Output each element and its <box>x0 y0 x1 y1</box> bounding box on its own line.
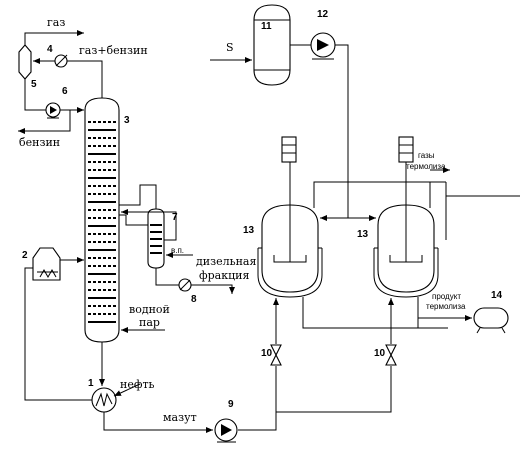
equipment-number-1: 1 <box>88 378 94 389</box>
equipment-number-11: 11 <box>261 21 272 32</box>
label-oil: нефть <box>120 378 155 391</box>
heater-2 <box>32 247 61 281</box>
label-gasoline: бензин <box>19 136 60 149</box>
label-thermolysis-product-2: термолиза <box>426 302 466 311</box>
label-diesel-2: фракция <box>199 269 249 282</box>
condenser-4 <box>54 54 68 68</box>
equipment-number-10-right: 10 <box>374 348 386 359</box>
label-feed-s: S <box>226 41 234 54</box>
equipment-number-2: 2 <box>22 250 28 261</box>
separator-5 <box>18 44 32 80</box>
cooler-8 <box>178 278 192 292</box>
valve-10-right <box>385 344 397 366</box>
reactor-13-right <box>373 136 439 298</box>
valve-10-left <box>270 344 282 366</box>
vessel-11 <box>253 4 291 86</box>
heat-exchanger-1 <box>91 387 117 413</box>
equipment-number-12: 12 <box>317 9 329 20</box>
label-steam-1: водной <box>129 303 170 316</box>
label-vp: в.п. <box>171 246 184 255</box>
label-thermolysis-gases-2: термолиза <box>406 162 446 171</box>
pump-6 <box>45 102 61 119</box>
equipment-number-3: 3 <box>124 115 130 126</box>
reactor-13-left <box>257 136 323 298</box>
right-piping <box>210 44 520 431</box>
left-piping <box>18 30 235 433</box>
equipment-number-10-left: 10 <box>261 348 273 359</box>
column-trays <box>88 121 116 323</box>
equipment-number-8: 8 <box>191 294 197 305</box>
pump-9 <box>214 418 238 443</box>
equipment-number-6: 6 <box>62 86 68 97</box>
equipment-number-7: 7 <box>172 212 178 223</box>
stripper-7 <box>147 208 165 269</box>
tank-14 <box>473 307 509 334</box>
label-thermolysis-product-1: продукт <box>432 292 461 301</box>
label-gas: газ <box>47 16 65 29</box>
label-thermolysis-gases-1: газы <box>418 151 435 160</box>
equipment-number-5: 5 <box>31 79 37 90</box>
pump-12 <box>310 32 336 60</box>
label-gas-gasoline: газ+бензин <box>79 44 148 57</box>
label-fuel-oil: мазут <box>163 411 197 424</box>
equipment-number-14: 14 <box>491 290 503 301</box>
equipment-number-13-right: 13 <box>357 229 369 240</box>
label-diesel-1: дизельная <box>196 255 256 268</box>
equipment-number-13-left: 13 <box>243 225 255 236</box>
label-steam-2: пар <box>139 316 160 329</box>
equipment-number-4: 4 <box>47 44 53 55</box>
equipment-number-9: 9 <box>228 399 234 410</box>
